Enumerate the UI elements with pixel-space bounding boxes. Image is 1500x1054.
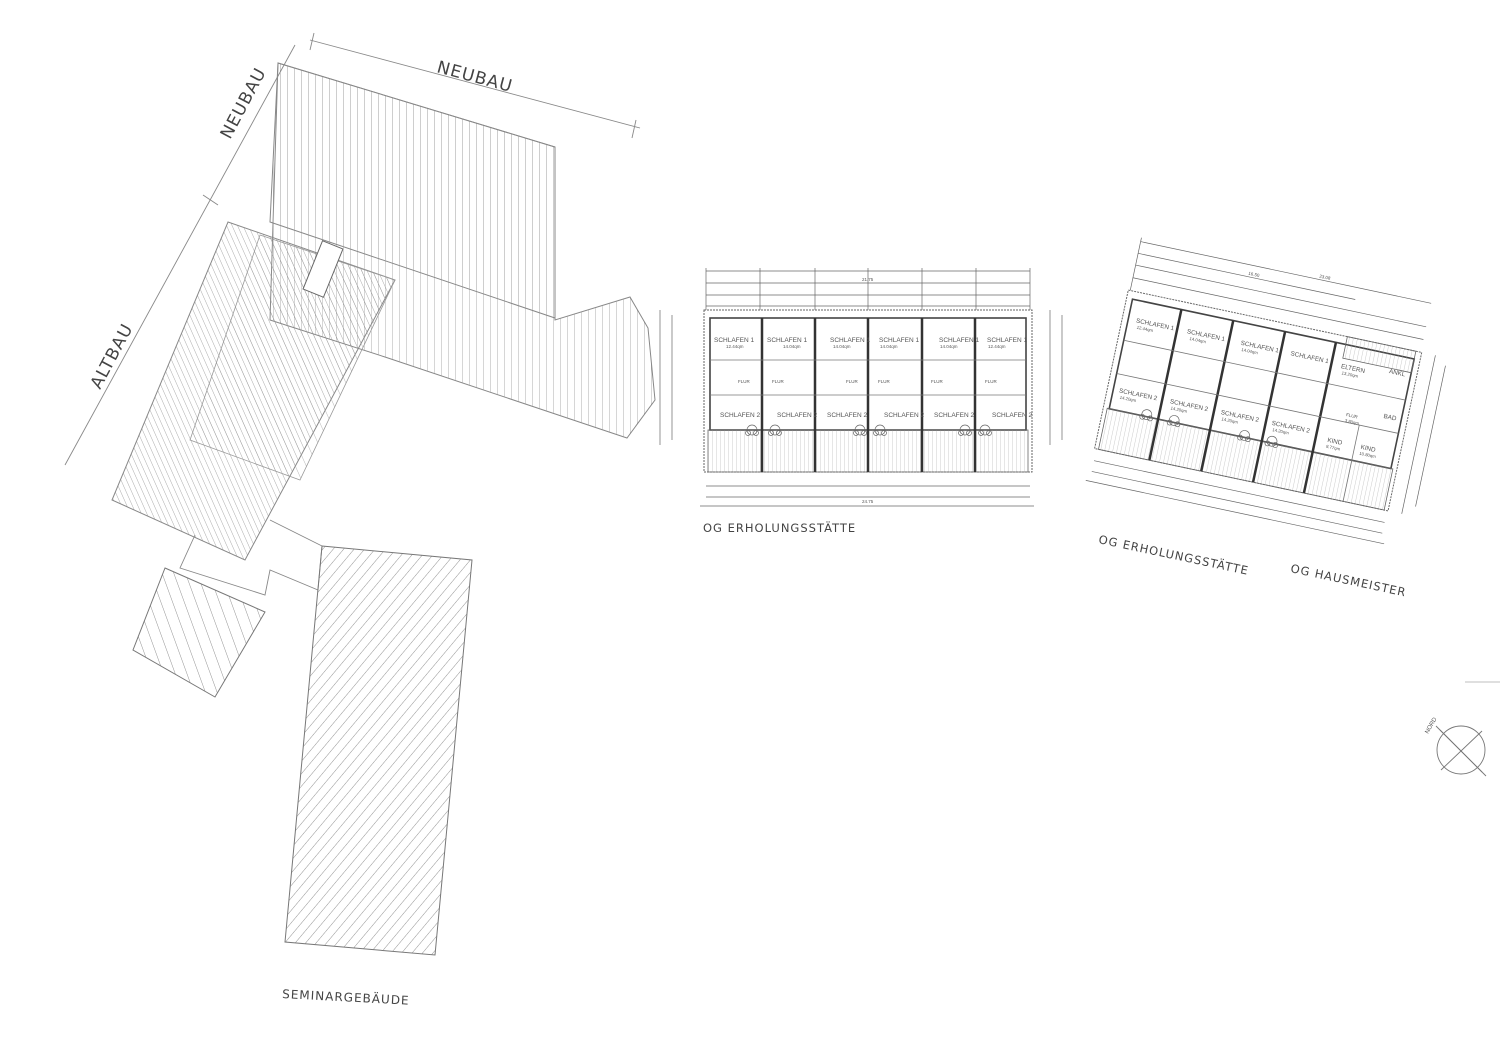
north-label: NORD xyxy=(1425,716,1439,735)
plan-b-room-area: 14.20qm xyxy=(1272,427,1290,435)
plan-b-room-area: 14.04qm xyxy=(1241,347,1259,355)
neubau-dimension-side xyxy=(64,44,296,466)
plan-a-room-label: SCHLAFEN 2 xyxy=(884,412,924,419)
neubau-building xyxy=(269,62,656,439)
plan-a-room-area: 12.44qm xyxy=(988,344,1006,349)
plan-a-flur-label: FLUR xyxy=(738,379,751,384)
altbau-label: ALTBAU xyxy=(87,320,138,392)
plan-b-room-area: 14.04qm xyxy=(1189,336,1207,344)
plan-a-flur-label: FLUR xyxy=(985,379,998,384)
plan-a-room-label: SCHLAFEN 2 xyxy=(777,412,817,419)
plan-a-title: OG ERHOLUNGSSTÄTTE xyxy=(703,520,856,535)
plan-b-room-area: 13.20qm xyxy=(1341,370,1359,378)
plan-a-room-label: SCHLAFEN 1 xyxy=(879,337,919,344)
plan-b-title-erholungsstaette: OG ERHOLUNGSSTÄTTE xyxy=(1097,531,1250,578)
plan-b-room-area: 12.44qm xyxy=(1136,325,1154,333)
plan-b-room-label: KIND xyxy=(1327,437,1344,447)
plan-b-room-label: SCHLAFEN 1 xyxy=(1290,350,1330,365)
plan-b-room-area: 14.20qm xyxy=(1119,395,1137,403)
north-arrow-icon xyxy=(1435,725,1487,777)
plan-b-room-area: 14.20qm xyxy=(1221,416,1239,424)
plan-a-room-area: 14.04qm xyxy=(783,344,801,349)
neubau-top-label: NEUBAU xyxy=(435,58,515,97)
plan-b-room-label: BAD xyxy=(1383,413,1398,423)
plan-a-room-label: SCHLAFEN 1 xyxy=(830,337,870,344)
neubau-dimension-top xyxy=(309,32,641,139)
plan-b-sub-top: 16.50 xyxy=(1248,271,1261,278)
seminar-building xyxy=(284,545,473,956)
plan-b-room-area: 8.77qm xyxy=(1326,444,1341,452)
plan-a-flur-label: FLUR xyxy=(772,379,785,384)
plan-b-room-area: 14.20qm xyxy=(1170,406,1188,414)
plan-a-flur-label: FLUR xyxy=(878,379,891,384)
plan-a-room-area: 14.04qm xyxy=(940,344,958,349)
stair-flight xyxy=(1342,336,1417,374)
plan-b-overall-top: 23.08 xyxy=(1319,274,1332,281)
plan-b-room-area: 10.80qm xyxy=(1359,451,1377,459)
plan-a-room-area: 14.04qm xyxy=(880,344,898,349)
plan-b-room-label: KIND xyxy=(1360,444,1377,454)
floor-plan-og-erholungsstaette-hausmeister: 23.08 16.50 SCHLAFEN 1 SCHLAFEN 1 SCHLAF… xyxy=(1085,237,1446,545)
plan-a-overall-bottom: 24.75 xyxy=(862,499,874,504)
plan-a-room-area: 14.04qm xyxy=(833,344,851,349)
plan-a-room-area: 12.44qm xyxy=(726,344,744,349)
plan-b-title-hausmeister: OG HAUSMEISTER xyxy=(1289,561,1407,599)
small-annex-building xyxy=(132,567,266,698)
plan-b-room-label: FLUR xyxy=(1346,412,1359,419)
plan-a-room-label: SCHLAFEN 2 xyxy=(827,412,867,419)
plan-a-room-label: SCHLAFEN 2 xyxy=(934,412,974,419)
plan-a-overall-top: 21.75 xyxy=(862,277,874,282)
plan-a-room-label: SCHLAFEN 1 xyxy=(714,337,754,344)
plan-a-room-label: SCHLAFEN 2 xyxy=(992,412,1032,419)
altbau-building xyxy=(111,221,396,561)
plan-a-room-label: SCHLAFEN 1 xyxy=(767,337,807,344)
stair-core xyxy=(302,240,344,298)
plan-a-room-label: SCHLAFEN 2 xyxy=(720,412,760,419)
plan-a-flur-label: FLUR xyxy=(846,379,859,384)
plan-a-flur-label: FLUR xyxy=(931,379,944,384)
seminar-label: SEMINARGEBÄUDE xyxy=(282,986,410,1008)
floor-plan-og-erholungsstaette: SCHLAFEN 1 SCHLAFEN 1 SCHLAFEN 1 SCHLAFE… xyxy=(659,268,1063,535)
plan-a-room-label: SCHLAFEN 1 xyxy=(939,337,979,344)
plan-a-room-label: SCHLAFEN 1 xyxy=(987,337,1027,344)
plan-b-room-area: 3.80qm xyxy=(1344,418,1359,426)
plan-b-room-label: ANKL xyxy=(1388,368,1406,378)
